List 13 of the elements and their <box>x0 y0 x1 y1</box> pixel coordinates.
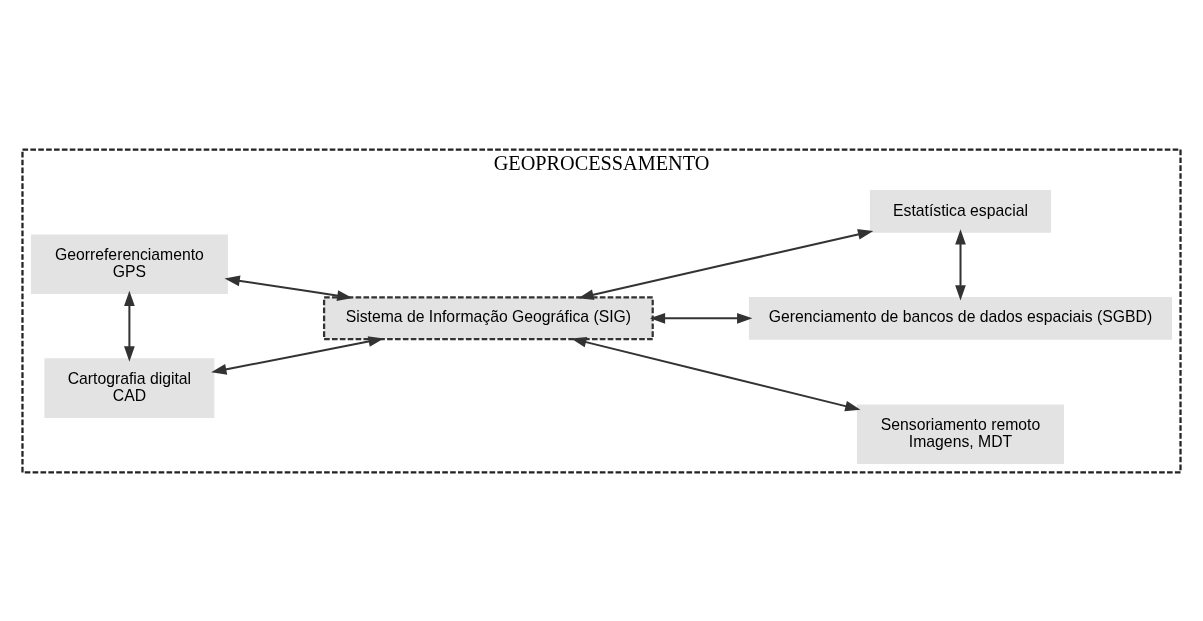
node-box: Estatística espacial <box>869 189 1052 233</box>
arrow <box>571 336 861 411</box>
node-box: Gerenciamento de bancos de dados espaciais (SGBD) <box>748 296 1173 340</box>
node-box: Sistema de Informação Geográfica (SIG) <box>322 295 654 340</box>
node-box: Cartografia digital CAD <box>44 357 215 418</box>
arrow <box>955 228 966 300</box>
node-box: Sensoriamento remoto Imagens, MDT <box>856 403 1065 464</box>
arrow <box>578 228 874 300</box>
node-box: Georreferenciamento GPS <box>30 233 228 294</box>
arrow <box>224 275 353 301</box>
arrow <box>211 335 384 375</box>
arrow <box>649 312 753 324</box>
arrow <box>124 290 135 362</box>
